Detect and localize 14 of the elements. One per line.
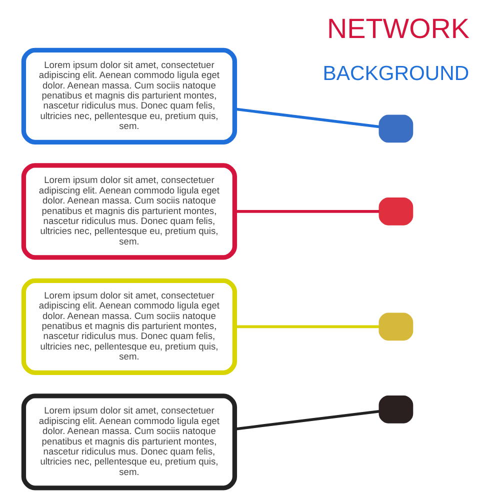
node-box: Lorem ipsum dolor sit amet, consectetuer adipiscing elit. Aenean commodo ligula eget dolor. Aenean massa. Cum sociis natoque penatibus et magnis dis parturient montes, nascetur ridiculus mus. Donec quam felis, ultricies nec, pellentesque eu, pretium quis, sem. [20, 278, 237, 375]
node-box [378, 197, 413, 226]
node-box: Lorem ipsum dolor sit amet, consectetuer adipiscing elit. Aenean commodo ligula eget dolor. Aenean massa. Cum sociis natoque penatibus et magnis dis parturient montes, nascetur ridiculus mus. Donec quam felis, ultricies nec, pellentesque eu, pretium quis, sem. [20, 394, 237, 490]
connector [234, 108, 379, 128]
connector [234, 410, 379, 430]
connector [234, 210, 379, 213]
node-box [378, 395, 413, 424]
label: BACKGROUND [322, 62, 469, 86]
node-box [378, 114, 413, 143]
diagram-title: NETWORK [326, 13, 470, 44]
connector [234, 325, 379, 328]
node-box: Lorem ipsum dolor sit amet, consectetuer adipiscing elit. Aenean commodo ligula eget dolor. Aenean massa. Cum sociis natoque penatibus et magnis dis parturient montes, nascetur ridiculus mus. Donec quam felis, ultricies nec, pellentesque eu, pretium quis, sem. [20, 48, 237, 144]
node-box: Lorem ipsum dolor sit amet, consectetuer adipiscing elit. Aenean commodo ligula eget dolor. Aenean massa. Cum sociis natoque penatibus et magnis dis parturient montes, nascetur ridiculus mus. Donec quam felis, ultricies nec, pellentesque eu, pretium quis, sem. [20, 163, 237, 260]
node-box [378, 312, 413, 341]
